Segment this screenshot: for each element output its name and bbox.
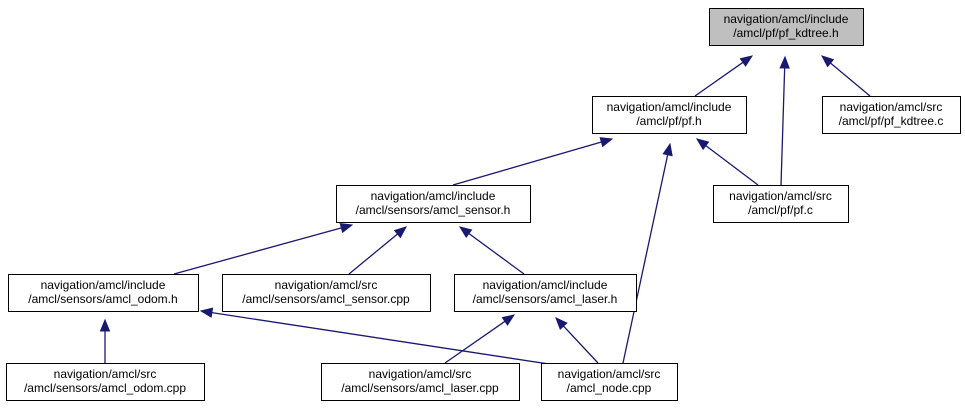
node-label-line: /amcl/sensors/amcl_laser.cpp — [341, 381, 499, 395]
edge-line — [780, 67, 786, 186]
nodes-layer: navigation/amcl/include/amcl/pf/pf_kdtre… — [6, 8, 961, 401]
edge-amcl_sensor_h-to-pf_h — [452, 137, 614, 186]
edge-line — [694, 61, 744, 97]
node-label-line: /amcl/sensors/amcl_odom.cpp — [24, 381, 186, 395]
node-amcl-odom-cpp[interactable]: navigation/amcl/src/amcl/sensors/amcl_od… — [6, 363, 205, 401]
edge-line — [444, 320, 506, 364]
node-label-line: /amcl/sensors/amcl_laser.h — [473, 292, 618, 306]
node-label-line: navigation/amcl/include — [724, 12, 849, 26]
node-box — [6, 363, 205, 401]
edge-line — [468, 232, 525, 275]
node-label-line: /amcl_node.cpp — [567, 381, 652, 395]
edge-amcl_node_cpp-to-pf_h — [622, 142, 673, 364]
edge-line — [622, 154, 669, 364]
node-label-line: navigation/amcl/include — [607, 100, 732, 114]
edge-pf_c-to-pf_kdtree_h — [779, 55, 790, 186]
node-label-line: navigation/amcl/src — [840, 100, 943, 114]
edge-line — [563, 325, 599, 364]
edge-line — [173, 227, 342, 275]
edge-pf_kdtree_c-to-pf_kdtree_h — [820, 55, 871, 97]
node-label-line: navigation/amcl/include — [371, 189, 496, 203]
edges-layer — [99, 55, 871, 369]
node-box — [541, 363, 678, 401]
node-box — [592, 96, 747, 134]
node-label-line: navigation/amcl/src — [369, 367, 472, 381]
node-amcl-sensor-cpp[interactable]: navigation/amcl/src/amcl/sensors/amcl_se… — [222, 274, 431, 312]
node-pf-h[interactable]: navigation/amcl/include/amcl/pf/pf.h — [592, 96, 747, 134]
edge-arrowhead — [199, 307, 214, 318]
edge-arrowhead — [695, 138, 710, 151]
node-label-line: navigation/amcl/include — [41, 278, 166, 292]
node-label-line: /amcl/pf/pf.h — [636, 114, 701, 128]
node-box — [336, 185, 531, 223]
node-label-line: navigation/amcl/include — [483, 278, 608, 292]
node-label-line: /amcl/pf/pf_kdtree.h — [733, 26, 838, 40]
edge-line — [452, 141, 602, 186]
edge-arrowhead — [458, 226, 473, 239]
node-amcl-sensor-h[interactable]: navigation/amcl/include/amcl/sensors/amc… — [336, 185, 531, 223]
node-label-line: navigation/amcl/src — [275, 278, 378, 292]
edge-arrowhead — [820, 55, 835, 68]
edge-amcl_node_cpp-to-amcl_odom_h — [199, 307, 576, 369]
node-amcl-laser-h[interactable]: navigation/amcl/include/amcl/sensors/amc… — [454, 274, 637, 312]
node-amcl-node-cpp[interactable]: navigation/amcl/src/amcl_node.cpp — [541, 363, 678, 401]
node-label-line: /amcl/sensors/amcl_odom.h — [28, 292, 177, 306]
edge-arrowhead — [779, 55, 790, 69]
edge-line — [705, 145, 759, 186]
edge-pf_c-to-pf_h — [695, 138, 759, 186]
node-amcl-odom-h[interactable]: navigation/amcl/include/amcl/sensors/amc… — [8, 274, 199, 312]
edge-pf_h-to-pf_kdtree_h — [694, 55, 754, 97]
node-label-line: navigation/amcl/src — [558, 367, 661, 381]
node-box — [321, 363, 520, 401]
edge-arrowhead — [555, 317, 568, 330]
node-box — [713, 185, 849, 223]
edge-arrowhead — [99, 318, 111, 332]
edge-amcl_odom_cpp-to-amcl_odom_h — [99, 318, 111, 363]
node-box — [222, 274, 431, 312]
node-box — [822, 96, 961, 134]
node-label-line: navigation/amcl/src — [54, 367, 157, 381]
edge-amcl_odom_h-to-amcl_sensor_h — [173, 222, 354, 275]
node-label-line: /amcl/sensors/amcl_sensor.h — [356, 203, 511, 217]
edge-arrowhead — [339, 222, 354, 234]
node-label-line: /amcl/pf/pf_kdtree.c — [839, 114, 944, 128]
edge-arrowhead — [599, 137, 614, 148]
node-box — [8, 274, 199, 312]
edge-arrowhead — [662, 142, 673, 157]
edge-arrowhead — [393, 226, 408, 239]
edge-amcl_laser_h-to-amcl_sensor_h — [458, 226, 525, 275]
node-label-line: /amcl/sensors/amcl_sensor.cpp — [242, 292, 410, 306]
edge-arrowhead — [501, 314, 516, 326]
node-pf-kdtree-c[interactable]: navigation/amcl/src/amcl/pf/pf_kdtree.c — [822, 96, 961, 134]
node-pf-c[interactable]: navigation/amcl/src/amcl/pf/pf.c — [713, 185, 849, 223]
edge-arrowhead — [739, 55, 754, 67]
edge-amcl_node_cpp-to-amcl_laser_h — [555, 317, 599, 364]
node-label-line: /amcl/pf/pf.c — [748, 203, 813, 217]
edge-line — [348, 233, 398, 275]
edge-amcl_laser_cpp-to-amcl_laser_h — [444, 314, 516, 364]
node-label-line: navigation/amcl/src — [729, 189, 832, 203]
edge-line — [830, 62, 871, 97]
edge-amcl_sensor_cpp-to-amcl_sensor_h — [348, 226, 408, 275]
node-pf-kdtree-h[interactable]: navigation/amcl/include/amcl/pf/pf_kdtre… — [709, 8, 864, 46]
node-amcl-laser-cpp[interactable]: navigation/amcl/src/amcl/sensors/amcl_la… — [321, 363, 520, 401]
node-box — [454, 274, 637, 312]
node-box — [709, 8, 864, 46]
edge-line — [211, 312, 576, 369]
